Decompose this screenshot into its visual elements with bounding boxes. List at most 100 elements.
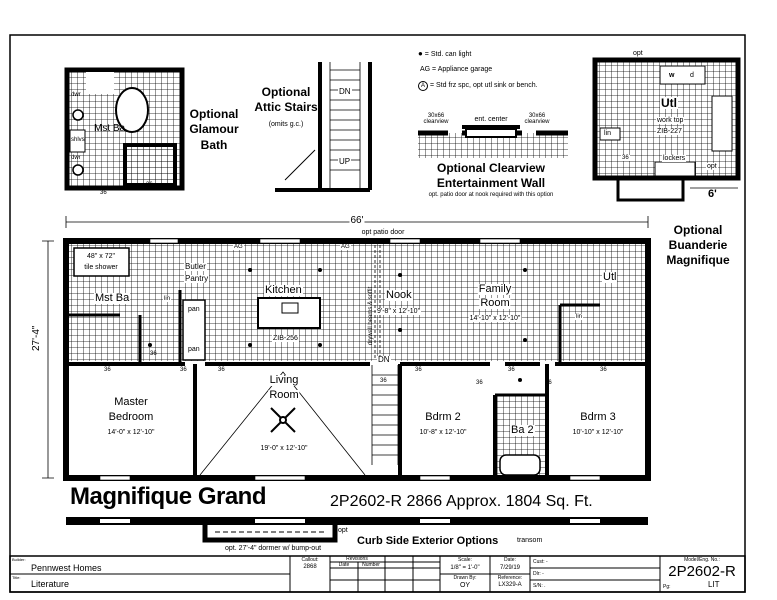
callout-label: Callout: [301,557,319,563]
callout-value: 2868 [303,564,317,570]
model-eng-label: Model/Eng. No.: [684,557,720,563]
attic-stairs-title: Optional [261,85,311,99]
bedroom-2-dimension: 10'-8" x 12'-10" [419,429,467,436]
living-room-dimension: 19'-0" x 12'-10" [259,445,309,452]
kitchen-label: Kitchen [264,284,303,296]
scale-value: 1/8" = 1'-0" [450,565,480,571]
reference-label: Reference: [497,575,523,581]
depth-dimension-line [42,240,54,479]
appliance-garage-label: AG [340,244,351,250]
drawn-by-value: OY [459,582,471,589]
bedroom-3-dimension: 10'-10" x 12'-10" [572,429,624,436]
curb-side-exterior [66,517,648,543]
family-room-dimension: 14'-10" x 12'-10" [468,315,522,322]
stairs [371,365,399,465]
utl-linen-label: lin [575,314,584,320]
bathtub-icon [499,454,541,476]
title-label: Title: [12,575,21,580]
family-room-label: Room [479,297,511,309]
legend-ag: AG = Appliance garage [420,66,493,73]
nook-dimension: 9'-8" x 12'-10" [376,308,422,315]
clearview-note: opt. patio door at nook required with th… [428,192,554,198]
dwr-label: dwr [71,92,81,98]
legend-can-light: ● = Std. can light [418,50,471,59]
reference-value: LX329-A [498,582,522,588]
attic-stairs-note: (omits g.c.) [268,121,304,128]
bathtub-icon [115,87,149,133]
down-label: DN [338,87,352,96]
door-width-label: 36 [476,380,483,386]
door-width-label: 36 [415,367,422,373]
transom-label: transom [517,537,543,544]
door-width-label: 36 [545,380,552,386]
width-dimension: 66' [349,215,365,226]
door-width-label: 36 [621,155,630,161]
pantry-label: Pantry [184,274,210,283]
rev-number-label: Number [362,562,380,568]
linen-label: lin [604,130,612,137]
shower-type-label: tile shower [84,264,118,271]
opt-label: opt [338,527,348,534]
clearview-title: Entertainment Wall [436,176,546,190]
page-value: LIT [708,580,720,589]
dryer-label: d [690,72,694,79]
linen-label: lin [163,296,172,302]
door-width-label: 36 [150,351,157,357]
door-width-label: 36 [180,367,187,373]
shower-size-label: 48" x 72" [87,253,115,260]
glamour-bath-title: Bath [200,138,228,152]
buanderie-title: Magnifique [666,253,730,267]
depth-dimension: 27'-4" [31,324,42,352]
title-value: Literature [31,579,70,589]
attic-stairs-option [275,62,372,192]
beams-label: drywall beams & soffit [368,286,374,345]
title-block-grid [9,555,746,593]
clearview-title: Optional Clearview [436,161,546,175]
serial-number-field: S/N: . [533,583,546,589]
work-top-label: work top [656,117,685,124]
family-room-label: Family [477,283,513,295]
a-circle-icon: A [418,81,428,91]
scale-label: Scale: [458,557,472,563]
model-eng-value: 2P2602-R [668,563,736,580]
curb-side-title: Curb Side Exterior Options [357,535,499,547]
door-width-label: 36 [380,378,387,384]
glamour-mst-ba-label: Mst Ba [94,123,126,134]
bath-2-label: Ba 2 [510,424,535,436]
builder-value: Pennwest Homes [31,563,102,573]
door-width-label: 36 [600,367,607,373]
customer-field: Cust: - [533,559,548,565]
island-zib-label: ZIB-256 [272,335,299,342]
sink-icon [72,109,84,121]
master-bedroom-label: Bedroom [108,411,154,423]
opt-label: opt [706,163,718,170]
dormer-label: opt. 27'-4" dormer w/ bump-out [225,545,322,552]
dealer-field: Dlr: - [533,571,544,577]
pantry-closet-label: pan [188,346,200,353]
zib-label: ZIB-227 [656,128,683,135]
model-number: 2P2602-R 2866 [330,493,443,510]
living-room-label: Room [268,389,300,401]
up-label: UP [338,157,352,166]
dwr-label: dwr [71,155,81,161]
stairs-down-label: DN [377,355,391,364]
glamour-bath-option [64,67,185,191]
door-width-label: 36 [100,190,107,196]
main-floor-plan [63,238,651,481]
clearview-left-label: 30x66 clearview [423,113,449,125]
legend-a: A = Std frz spc, opt utl sink or bench. [418,81,538,91]
rev-date-label: Date [338,562,350,568]
door-width-label: 36 [218,367,225,373]
square-footage: Approx. 1804 Sq. Ft. [446,493,593,510]
butler-label: Butler [184,262,207,271]
attic-stairs-title: Attic Stairs [254,100,318,114]
patio-door-label: opt patio door [361,229,405,236]
nook-label: Nook [385,289,413,301]
opt-label: opt [633,50,643,57]
can-lights [148,268,527,382]
living-room-label: Living [268,374,300,386]
utl-room-label: Utl [660,96,678,110]
glamour-bath-title: Glamour [189,122,239,136]
master-bedroom-dimension: 14'-0" x 12'-10" [107,429,155,436]
